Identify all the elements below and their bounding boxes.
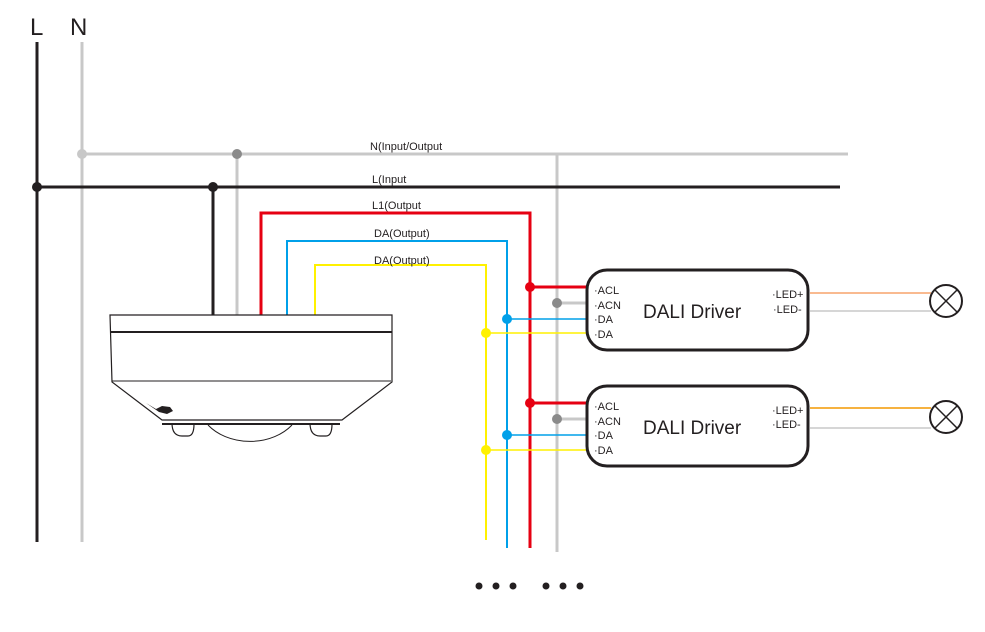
da-yellow-wire [314,264,487,540]
junction-dot [208,182,218,192]
lamp-icon [929,400,963,434]
l-label: L [30,14,43,41]
l1-output-wire [259,211,532,548]
junction-dot [77,149,87,159]
pin-led-minus: ·LED- [773,304,802,316]
pin-led-plus: ·LED+ [772,405,804,417]
pin-led-plus: ·LED+ [772,289,804,301]
da2-wire-label: DA(Output) [374,255,430,267]
pin-led-minus: ·LED- [772,419,801,431]
pin-acn: ·ACN [594,300,621,312]
l1-wire-label: L1(Output [372,200,421,212]
dali-driver-2: ·ACL ·ACN ·DA ·DA DALI Driver ·LED+ ·LED… [481,384,963,468]
l-wire-label: L(Input [372,174,406,186]
pin-da: ·DA [594,445,614,457]
lamp-icon [929,284,963,318]
pin-acn: ·ACN [594,416,621,428]
driver-title: DALI Driver [643,302,742,323]
pin-da: ·DA [594,314,614,326]
n-label: N [70,14,87,41]
junction-dot [232,149,242,159]
n-wire-label: N(Input/Output [370,141,442,153]
ellipsis-icon [475,582,584,590]
sensor-device [109,314,393,442]
da-blue-wire [286,240,508,548]
pin-da: ·DA [594,329,614,341]
pin-acl: ·ACL [594,401,619,413]
driver-title: DALI Driver [643,418,742,439]
junction-dot [32,182,42,192]
pin-acl: ·ACL [594,285,619,297]
da1-wire-label: DA(Output) [374,228,430,240]
pin-da: ·DA [594,430,614,442]
dali-driver-1: ·ACL ·ACN ·DA ·DA DALI Driver ·LED+ ·LED… [481,268,963,352]
